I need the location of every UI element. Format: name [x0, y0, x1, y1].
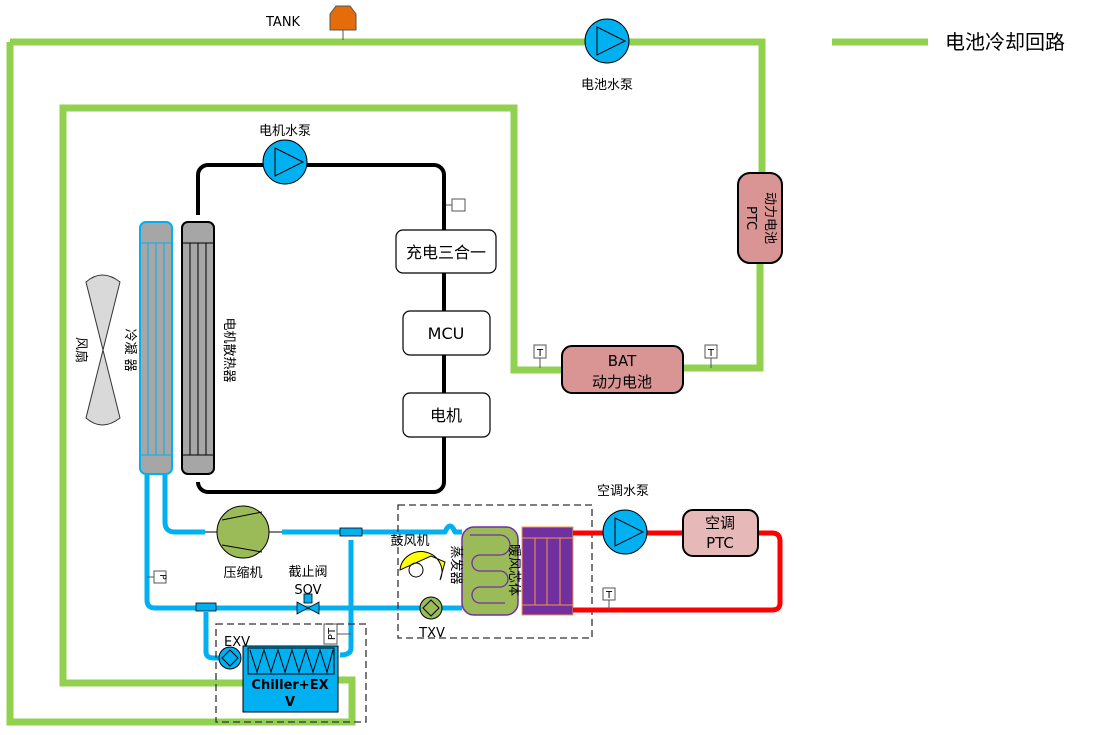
chiller-module-boundary — [215, 623, 367, 723]
shutoff-valve[interactable]: 截止阀 SOV — [288, 565, 328, 615]
blower-icon — [399, 551, 446, 581]
blower: 鼓风机 — [390, 534, 446, 581]
temp-sensor: T — [533, 344, 547, 368]
bat-label-2: 动力电池 — [592, 373, 652, 391]
obc-box: 充电三合一 — [395, 229, 497, 274]
battery-pack: BAT 动力电池 — [561, 345, 684, 394]
battery-ptc-label-2: PTC — [743, 206, 758, 230]
motor-pump: 电机水泵 — [259, 124, 311, 185]
ac-pump-label: 空调水泵 — [597, 484, 649, 499]
tank: TANK — [265, 5, 357, 40]
exv[interactable]: EXV — [218, 635, 250, 670]
evaporator: 蒸发器 — [448, 526, 519, 616]
shutoff-valve-label: 截止阀 — [288, 565, 327, 580]
temp-sensor: T — [602, 587, 616, 610]
svg-text:PT: PT — [327, 627, 338, 640]
chiller-label: Chiller+EX — [251, 678, 328, 693]
motor-pump-label: 电机水泵 — [259, 124, 311, 139]
bat-label: BAT — [608, 352, 637, 370]
battery-cooling-loop — [6, 38, 766, 726]
valve-icon — [296, 601, 320, 615]
ac-ptc-label: 空调 — [705, 514, 735, 532]
sov-label: SOV — [294, 583, 321, 598]
compressor-label: 压缩机 — [223, 565, 262, 581]
ac-ptc: 空调 PTC — [682, 509, 759, 557]
temp-sensor: T — [704, 344, 718, 368]
txv[interactable]: TXV — [418, 596, 445, 641]
chiller-label-2: V — [285, 695, 295, 710]
svg-text:P: P — [157, 574, 167, 580]
blower-label: 鼓风机 — [390, 534, 429, 549]
mcu-box: MCU — [402, 310, 491, 356]
evaporator-label: 蒸发器 — [448, 545, 464, 584]
ac-pump: 空调水泵 — [597, 484, 649, 555]
battery-ptc-label-1: 动力电池 — [762, 192, 777, 244]
svg-text:T: T — [707, 348, 715, 359]
pt-sensor: PT — [323, 623, 351, 645]
refrigerant-loop — [144, 475, 462, 661]
battery-pump: 电池水泵 — [581, 18, 633, 93]
obc-label: 充电三合一 — [406, 243, 486, 262]
compressor: 压缩机 — [216, 505, 270, 581]
svg-text:T: T — [605, 590, 613, 601]
mcu-label: MCU — [428, 324, 465, 343]
tee-fitting — [339, 527, 363, 537]
sensor — [446, 198, 466, 212]
legend: 电池冷却回路 — [832, 30, 1065, 54]
motor-radiator-label: 电机散热器 — [221, 317, 236, 382]
condenser: 冷凝 器 — [122, 221, 173, 475]
motor-box: 电机 — [402, 392, 491, 438]
motor-radiator: 电机散热器 — [181, 221, 236, 475]
tank-icon — [329, 5, 357, 31]
fan: 风扇 — [73, 274, 121, 426]
motor-label: 电机 — [430, 406, 462, 425]
legend-label: 电池冷却回路 — [945, 30, 1065, 54]
fan-icon — [85, 274, 121, 426]
battery-ptc: 动力电池 PTC — [737, 172, 783, 264]
pressure-sensor: P — [147, 570, 167, 584]
condenser-label: 冷凝 器 — [122, 328, 138, 371]
ac-ptc-label-2: PTC — [706, 534, 734, 552]
heater-loop — [573, 530, 783, 613]
tank-label: TANK — [265, 15, 301, 30]
heater-core-label: 暖风芯体 — [506, 544, 521, 596]
chiller: Chiller+EX V — [242, 645, 339, 713]
txv-label: TXV — [418, 626, 445, 641]
battery-pump-label: 电池水泵 — [581, 78, 633, 93]
svg-text:T: T — [536, 348, 544, 359]
tee-fitting — [195, 602, 217, 612]
fan-label: 风扇 — [73, 337, 89, 363]
hvac-module-boundary — [397, 504, 593, 639]
heater-core: 暖风芯体 — [506, 526, 574, 616]
